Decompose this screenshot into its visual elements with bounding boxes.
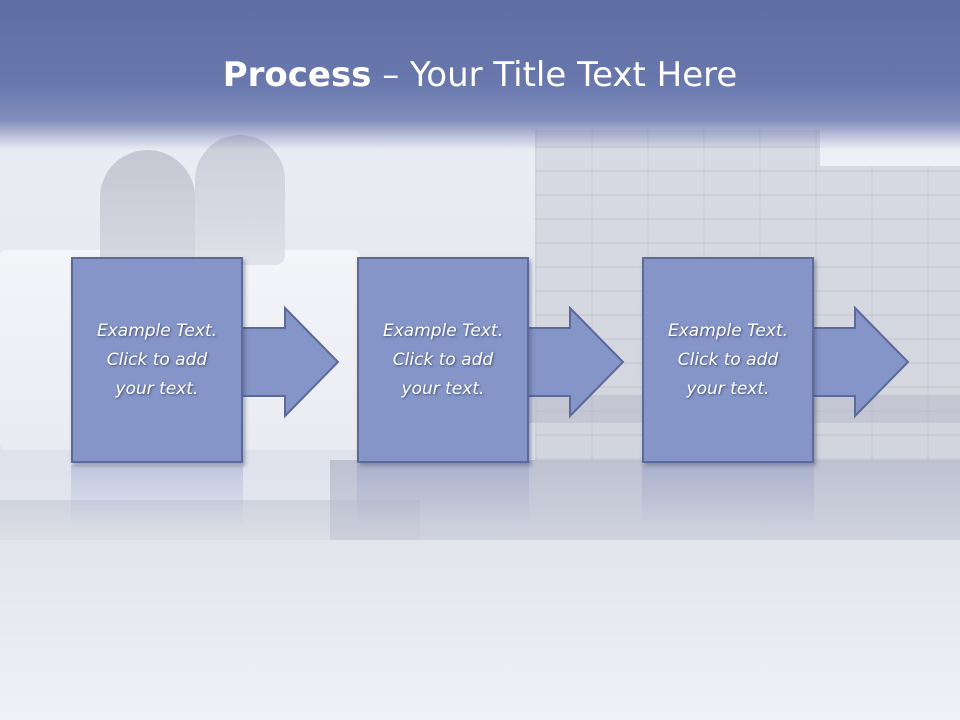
step-box-3[interactable]: Example Text. Click to add your text. (642, 257, 814, 463)
arrow-2-icon (515, 305, 625, 419)
slide-title[interactable]: Process – Your Title Text Here (0, 52, 960, 98)
rug (330, 460, 960, 540)
step-text-2: Example Text. Click to add your text. (382, 320, 504, 399)
step-box-1[interactable]: Example Text. Click to add your text. (71, 257, 243, 463)
arrow-1-icon (230, 305, 340, 419)
step-text-3: Example Text. Click to add your text. (667, 320, 789, 399)
floor (0, 540, 960, 720)
step-text-1: Example Text. Click to add your text. (96, 320, 218, 399)
person-man (195, 135, 285, 265)
title-bold: Process (222, 55, 372, 95)
step-reflection-3 (642, 465, 814, 525)
title-bar (0, 0, 960, 150)
step-box-2[interactable]: Example Text. Click to add your text. (357, 257, 529, 463)
title-rest: – Your Title Text Here (371, 55, 738, 95)
step-reflection-2 (357, 465, 529, 525)
arrow-3-icon (800, 305, 910, 419)
person-woman (100, 150, 195, 265)
step-reflection-1 (71, 465, 243, 525)
